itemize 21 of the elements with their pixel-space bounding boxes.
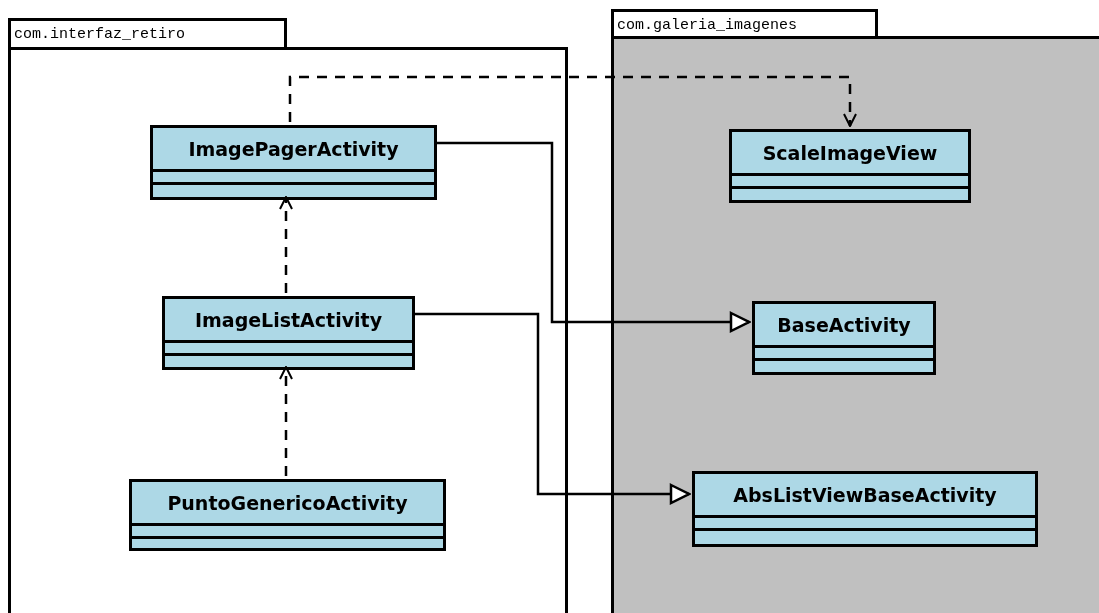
dependency-arrow (279, 196, 293, 293)
class-box (162, 296, 415, 370)
dependency-arrow (279, 366, 293, 476)
class-name: BaseActivity (755, 304, 933, 348)
dependency-arrow (288, 75, 857, 127)
class-name: AbsListViewBaseActivity (695, 474, 1035, 518)
class-box (752, 301, 936, 375)
class-box (692, 471, 1038, 547)
class-name: PuntoGenericoActivity (132, 482, 443, 526)
package-frame (8, 47, 568, 613)
class-box (150, 125, 437, 200)
class-box (729, 129, 971, 203)
package-tab: com.galeria_imagenes (611, 9, 878, 39)
class-name: ScaleImageView (732, 132, 968, 176)
class-name: ImagePagerActivity (153, 128, 434, 172)
package-frame (611, 36, 1099, 613)
inheritance-arrow (412, 312, 691, 505)
package-tab: com.interfaz_retiro (8, 18, 287, 50)
class-name: ImageListActivity (165, 299, 412, 343)
class-box (129, 479, 446, 551)
inheritance-arrow (434, 141, 751, 333)
